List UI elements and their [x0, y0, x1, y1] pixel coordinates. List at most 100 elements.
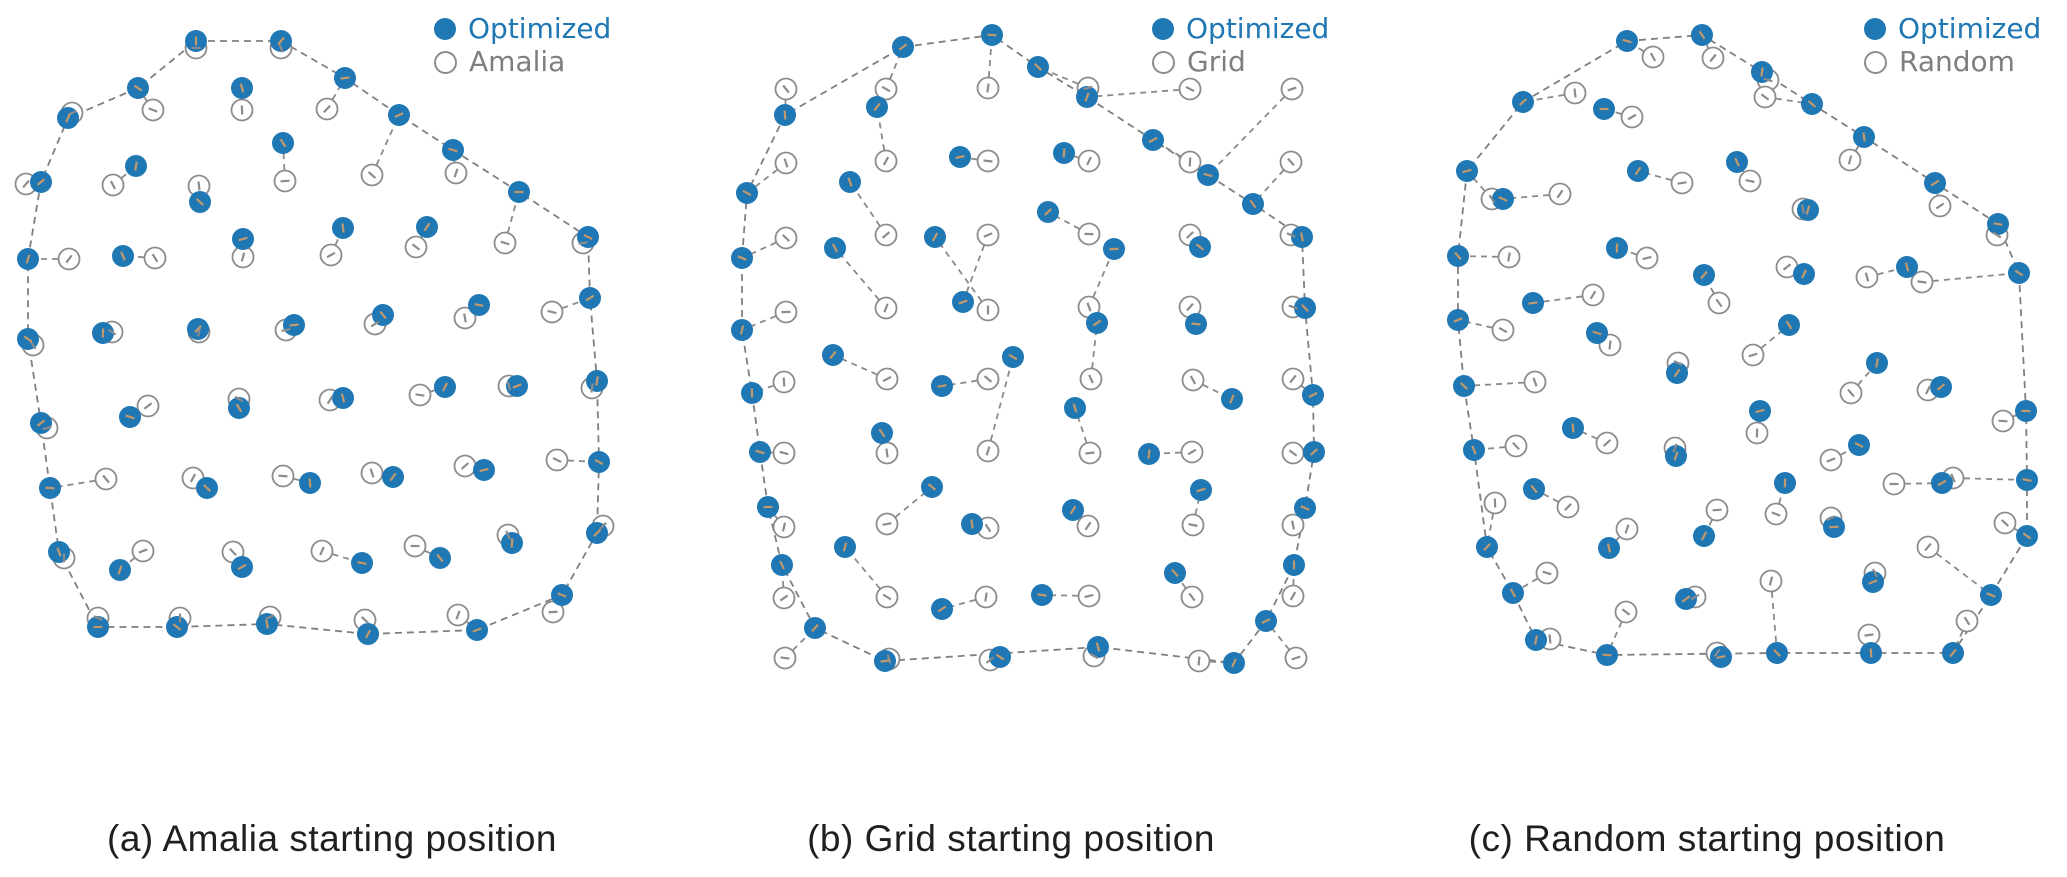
start-orientation-tick — [1288, 304, 1298, 310]
displacement-line — [1752, 324, 1790, 356]
optimized-orientation-tick — [1854, 441, 1864, 449]
caption-panel-a: (a) Amalia starting position — [107, 818, 557, 859]
optimized-orientation-tick — [1195, 243, 1205, 251]
optimized-orientation-tick — [279, 138, 287, 148]
start-orientation-tick — [552, 457, 562, 463]
displacement-line — [1893, 482, 1943, 485]
start-orientation-tick — [143, 402, 153, 410]
start-orientation-tick — [985, 656, 995, 664]
optimized-orientation-tick — [1773, 649, 1781, 657]
optimized-orientation-tick — [195, 198, 205, 206]
start-orientation-tick — [547, 309, 557, 315]
optimized-orientation-tick — [134, 161, 138, 171]
start-orientation-tick — [1672, 443, 1678, 453]
legend-panel-b: Optimized Grid — [1152, 15, 1329, 76]
start-orientation-tick — [1649, 52, 1657, 62]
legend-entry-start: Random — [1864, 48, 2041, 76]
start-orientation-tick — [1488, 194, 1496, 204]
start-orientation-tick — [107, 328, 117, 336]
displacement-line — [1606, 611, 1627, 656]
optimized-orientation-tick — [117, 565, 123, 575]
optimized-orientation-tick — [811, 623, 819, 633]
displacement-line — [741, 311, 787, 331]
optimized-orientation-tick — [880, 659, 890, 663]
optimized-orientation-tick — [1008, 353, 1018, 361]
optimized-orientation-tick — [1092, 319, 1102, 327]
start-orientation-tick — [1621, 608, 1631, 616]
start-orientation-tick — [983, 375, 993, 383]
start-orientation-tick — [1709, 53, 1717, 63]
scatter-panel-a — [14, 30, 615, 645]
optimized-orientation-tick — [1622, 38, 1632, 44]
optimized-orientation-tick — [955, 154, 965, 160]
optimized-orientation-tick — [235, 403, 243, 413]
start-orientation-tick — [1498, 326, 1508, 334]
start-orientation-tick — [1286, 232, 1296, 238]
start-orientation-tick — [986, 83, 990, 93]
optimized-orientation-tick — [308, 478, 312, 488]
optimized-orientation-tick — [120, 251, 126, 261]
start-orientation-tick — [326, 395, 334, 405]
legend-optimized-marker-icon — [1864, 18, 1886, 40]
start-orientation-tick — [1564, 502, 1572, 512]
optimized-orientation-tick — [133, 84, 143, 92]
start-orientation-tick — [1771, 511, 1781, 517]
displacement-line — [1770, 580, 1778, 654]
start-orientation-tick — [197, 181, 201, 191]
optimized-orientation-tick — [125, 414, 135, 420]
start-orientation-tick — [1924, 385, 1932, 395]
hull-outline — [1457, 34, 2028, 656]
displacement-line — [1522, 92, 1576, 103]
optimized-orientation-tick — [1785, 320, 1793, 330]
start-orientation-tick — [1871, 568, 1879, 578]
optimized-orientation-tick — [512, 383, 522, 389]
start-orientation-tick — [779, 450, 789, 456]
start-orientation-tick — [463, 313, 467, 323]
displacement-line — [741, 237, 787, 259]
start-orientation-tick — [415, 393, 425, 397]
start-orientation-tick — [983, 232, 993, 238]
optimized-orientation-tick — [1034, 63, 1042, 71]
displacement-line — [987, 356, 1014, 452]
optimized-orientation-tick — [557, 592, 567, 598]
optimized-orientation-tick — [1862, 132, 1866, 142]
optimized-orientation-tick — [1459, 382, 1469, 390]
optimized-orientation-tick — [755, 449, 765, 455]
start-orientation-tick — [281, 327, 291, 333]
optimized-orientation-tick — [1471, 445, 1477, 455]
start-orientation-tick — [1287, 86, 1297, 92]
start-orientation-tick — [1085, 451, 1095, 455]
optimized-orientation-tick — [2014, 269, 2024, 277]
start-orientation-tick — [1086, 302, 1092, 312]
start-orientation-tick — [882, 593, 892, 601]
start-orientation-tick — [1935, 202, 1945, 210]
optimized-orientation-tick — [742, 189, 752, 197]
start-orientation-tick — [367, 171, 377, 179]
legend-optimized-marker-icon — [434, 18, 456, 40]
start-orientation-tick — [148, 107, 158, 113]
optimized-orientation-tick — [36, 419, 46, 427]
optimized-orientation-tick — [1634, 166, 1642, 176]
start-orientation-tick — [881, 231, 891, 239]
optimized-orientation-tick — [878, 428, 886, 438]
start-orientation-tick — [1998, 419, 2008, 423]
start-orientation-tick — [151, 253, 159, 263]
start-orientation-tick — [453, 168, 459, 178]
start-orientation-tick — [1573, 88, 1577, 98]
start-orientation-tick — [1556, 189, 1564, 199]
displacement-line — [1041, 594, 1090, 597]
start-orientation-tick — [882, 156, 890, 166]
start-orientation-tick — [578, 241, 588, 245]
start-orientation-tick — [1608, 340, 1612, 350]
start-orientation-tick — [1715, 298, 1723, 308]
start-orientation-tick — [460, 462, 470, 470]
start-orientation-tick — [1950, 473, 1956, 483]
start-orientation-tick — [1185, 85, 1195, 93]
optimized-orientation-tick — [847, 177, 853, 187]
optimized-orientation-tick — [1904, 262, 1910, 272]
start-orientation-tick — [65, 254, 73, 264]
optimized-orientation-tick — [1760, 67, 1764, 77]
start-orientation-tick — [506, 381, 512, 391]
